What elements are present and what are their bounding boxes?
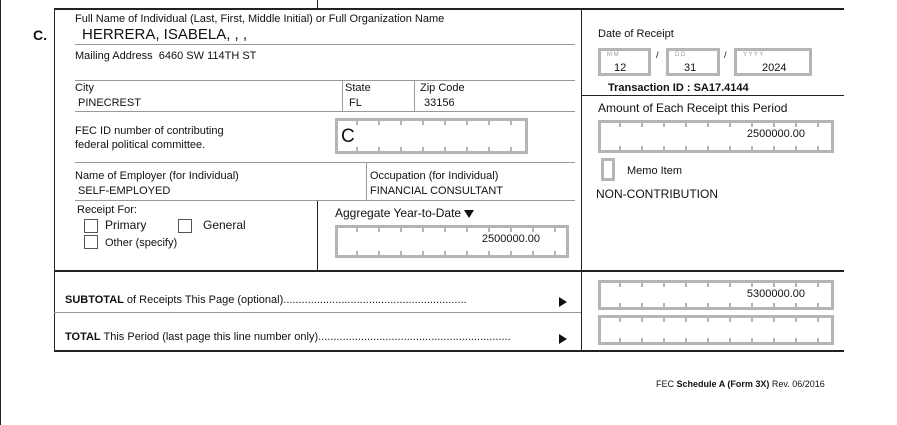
receipt-year-field[interactable]: Y Y Y Y 2024 — [734, 48, 812, 76]
date-separator-2: / — [724, 50, 727, 60]
fec-id-field[interactable]: C — [335, 118, 528, 154]
receipt-day: 31 — [684, 62, 697, 74]
fec-underline — [75, 162, 575, 163]
subtotal-value: 5300000.00 — [746, 288, 805, 300]
city-label: City — [75, 82, 94, 94]
aggregate-value: 2500000.00 — [481, 233, 540, 245]
section-left-rule — [54, 8, 55, 270]
date-of-receipt-label: Date of Receipt — [598, 28, 674, 40]
memo-label: Memo Item — [627, 165, 683, 177]
zip-label: Zip Code — [420, 82, 465, 94]
non-contribution-note: NON-CONTRIBUTION — [596, 187, 718, 201]
city-state-divider — [342, 81, 343, 111]
down-arrow-icon — [464, 209, 475, 218]
general-checkbox[interactable] — [178, 219, 192, 233]
zip-value: 33156 — [424, 97, 455, 109]
total-field[interactable] — [598, 315, 834, 345]
amount-field[interactable]: 2500000.00 — [598, 120, 834, 153]
primary-label: Primary — [105, 218, 147, 232]
receipt-month: 12 — [614, 62, 627, 74]
occupation-label: Occupation (for Individual) — [370, 170, 499, 182]
aggregate-field[interactable]: 2500000.00 — [335, 225, 569, 258]
totals-mid-rule — [54, 312, 581, 313]
employer-label: Name of Employer (for Individual) — [75, 170, 239, 182]
column-divider — [581, 8, 582, 352]
employer-underline — [75, 200, 575, 201]
amount-label: Amount of Each Receipt this Period — [598, 101, 788, 115]
date-separator-1: / — [656, 50, 659, 60]
receipt-month-field[interactable]: M M 12 — [598, 48, 651, 76]
transaction-id: Transaction ID : SA17.4144 — [608, 82, 749, 94]
occupation-value: FINANCIAL CONSULTANT — [370, 185, 504, 197]
state-label: State — [345, 82, 371, 94]
employer-value: SELF-EMPLOYED — [78, 185, 171, 197]
totals-left-rule — [54, 270, 55, 352]
amount-value: 2500000.00 — [746, 128, 805, 140]
primary-checkbox[interactable] — [84, 219, 98, 233]
receipt-year: 2024 — [762, 62, 787, 74]
general-label: General — [203, 218, 246, 232]
other-label: Other (specify) — [105, 237, 178, 249]
memo-checkbox[interactable] — [601, 158, 615, 181]
fec-id-prefix: C — [341, 126, 355, 147]
state-zip-divider — [414, 81, 415, 111]
mailing-underline — [75, 80, 575, 81]
mailing-label: Mailing Address 6460 SW 114TH ST — [75, 50, 257, 62]
mailing-address: 6460 SW 114TH ST — [158, 50, 257, 62]
city-value: PINECREST — [78, 97, 141, 109]
contributor-name: HERRERA, ISABELA, , , — [82, 26, 248, 43]
transaction-rule — [581, 95, 844, 96]
subtotal-arrow-icon — [559, 297, 567, 307]
receipt-day-field[interactable]: D D 31 — [666, 48, 720, 76]
other-checkbox[interactable] — [84, 235, 98, 249]
employer-occupation-divider — [366, 163, 367, 201]
name-label: Full Name of Individual (Last, First, Mi… — [75, 13, 445, 25]
section-top-rule — [54, 8, 844, 10]
state-value: FL — [349, 97, 362, 109]
totals-bottom-rule — [54, 350, 844, 352]
page-left-border — [0, 0, 1, 425]
total-label: TOTAL This Period (last page this line n… — [65, 331, 511, 343]
form-footer: FEC Schedule A (Form 3X) Rev. 06/2016 — [656, 379, 825, 389]
top-divider-stub — [317, 0, 318, 8]
subtotal-label: SUBTOTAL of Receipts This Page (optional… — [65, 294, 467, 306]
totals-top-rule — [54, 270, 844, 272]
city-underline — [75, 111, 575, 112]
fec-id-label-line1: FEC ID number of contributing — [75, 125, 224, 137]
section-letter: C. — [33, 27, 47, 43]
receipt-for-label: Receipt For: — [77, 204, 137, 216]
total-arrow-icon — [559, 334, 567, 344]
aggregate-label: Aggregate Year-to-Date — [335, 207, 475, 220]
subtotal-field[interactable]: 5300000.00 — [598, 280, 834, 310]
fec-id-label-line2: federal political committee. — [75, 139, 206, 151]
name-underline — [75, 44, 575, 45]
receipt-aggregate-divider — [317, 201, 318, 270]
